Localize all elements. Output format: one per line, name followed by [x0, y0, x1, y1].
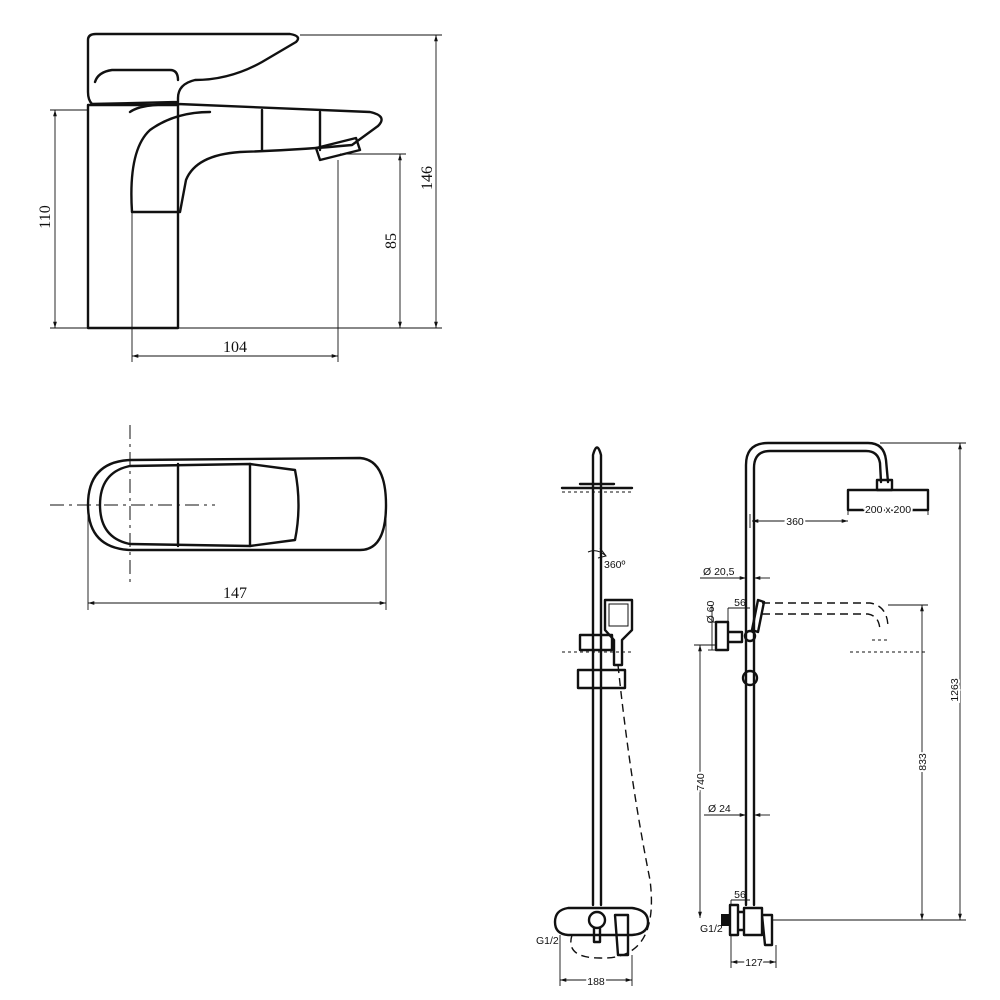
faucet-top-outline — [86, 456, 388, 552]
faucet-spout — [128, 102, 383, 214]
shower-head — [560, 482, 634, 490]
basin-faucet-top-view: 147 — [50, 425, 388, 610]
dim-188: 188 — [587, 976, 605, 988]
dim-200x200: 200 x 200 — [865, 504, 911, 516]
faucet-body — [86, 103, 180, 330]
inlet-label-side: G1/2 — [700, 923, 723, 935]
mixer-side — [728, 903, 774, 947]
dim-833: 833 — [917, 753, 929, 771]
shower-front-view: 360º G1/2 188 — [536, 446, 653, 990]
dim-146: 146 — [419, 166, 436, 190]
shower-riser — [744, 441, 890, 907]
dim-dia-20-5: Ø 20,5 — [703, 566, 735, 578]
dim-dia-60: Ø 60 — [705, 600, 717, 623]
wall-flange — [714, 620, 744, 652]
dim-dia-24: Ø 24 — [708, 803, 731, 815]
diverter — [750, 598, 766, 634]
dim-360-degree: 360º — [604, 559, 626, 571]
hand-shower — [603, 598, 634, 667]
hose — [570, 664, 653, 959]
dim-104: 104 — [223, 339, 247, 356]
basin-faucet-side-view: 110 146 85 104 — [37, 32, 442, 362]
slide-holder — [576, 668, 627, 690]
dim-147: 147 — [223, 585, 247, 602]
dim-740: 740 — [695, 773, 707, 791]
shower-pole — [591, 446, 603, 907]
dim-85: 85 — [383, 233, 400, 249]
faucet-lever — [86, 32, 300, 106]
dim-360: 360 — [786, 516, 804, 528]
shower-side-view: 360 200 x 200 Ø 20,5 Ø 60 56 1263 833 74… — [693, 441, 966, 971]
dim-56-top: 56 — [734, 597, 746, 609]
dim-56-bottom: 56 — [734, 889, 746, 901]
mixer-front — [553, 906, 650, 937]
inlet-label-front: G1/2 — [536, 935, 559, 947]
aerator — [314, 136, 362, 162]
dim-127: 127 — [745, 957, 763, 969]
dim-1263: 1263 — [949, 678, 961, 702]
dim-110: 110 — [37, 205, 54, 228]
